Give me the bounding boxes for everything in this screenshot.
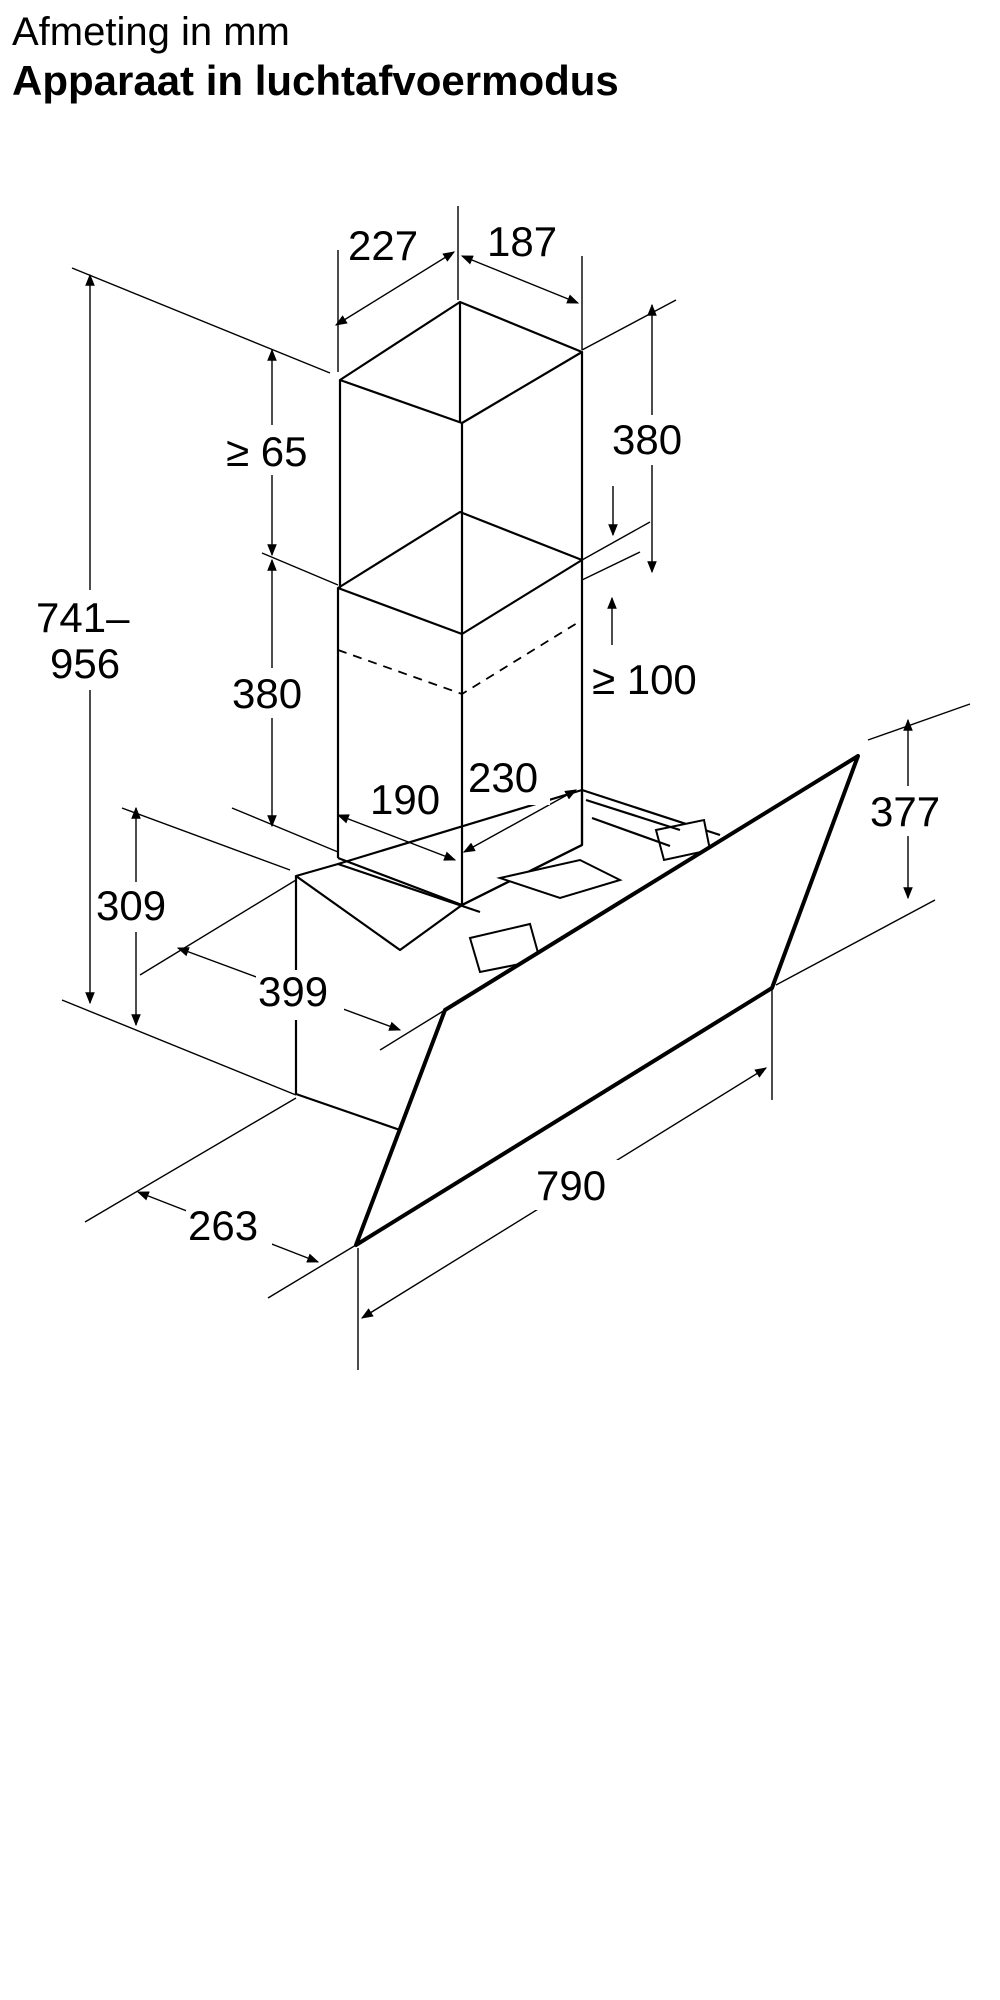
dim-chimney-width-top: 187 xyxy=(487,218,557,265)
dim-total-height-line1: 741– xyxy=(36,594,130,641)
dim-bottom-gap: ≥ 100 xyxy=(592,656,697,703)
dimension-labels: 227 187 ≥ 65 380 741– 956 380 ≥ 100 190 … xyxy=(32,216,952,1254)
chimney-upper-section xyxy=(338,300,584,634)
extension-lines xyxy=(61,206,971,1370)
dim-lower-height: 380 xyxy=(232,670,302,717)
dim-total-width: 790 xyxy=(536,1162,606,1209)
dimension-unit-label: Afmeting in mm xyxy=(12,10,290,54)
dim-body-height: 309 xyxy=(96,882,166,929)
dim-body-depth: 399 xyxy=(258,968,328,1015)
dim-upper-gap: ≥ 65 xyxy=(226,428,307,475)
page-title: Apparaat in luchtafvoermodus xyxy=(12,57,619,104)
dim-chimney-width-bottom: 230 xyxy=(468,754,538,801)
chimney-lower-section xyxy=(336,510,584,907)
dim-chimney-depth-top: 227 xyxy=(348,222,418,269)
dim-chimney-depth-bottom: 190 xyxy=(370,776,440,823)
dim-total-height-line2: 956 xyxy=(50,640,120,687)
hood-body xyxy=(294,788,721,1132)
dim-glass-height: 377 xyxy=(870,788,940,835)
dim-bottom-depth: 263 xyxy=(188,1202,258,1249)
dim-upper-height-right: 380 xyxy=(612,416,682,463)
